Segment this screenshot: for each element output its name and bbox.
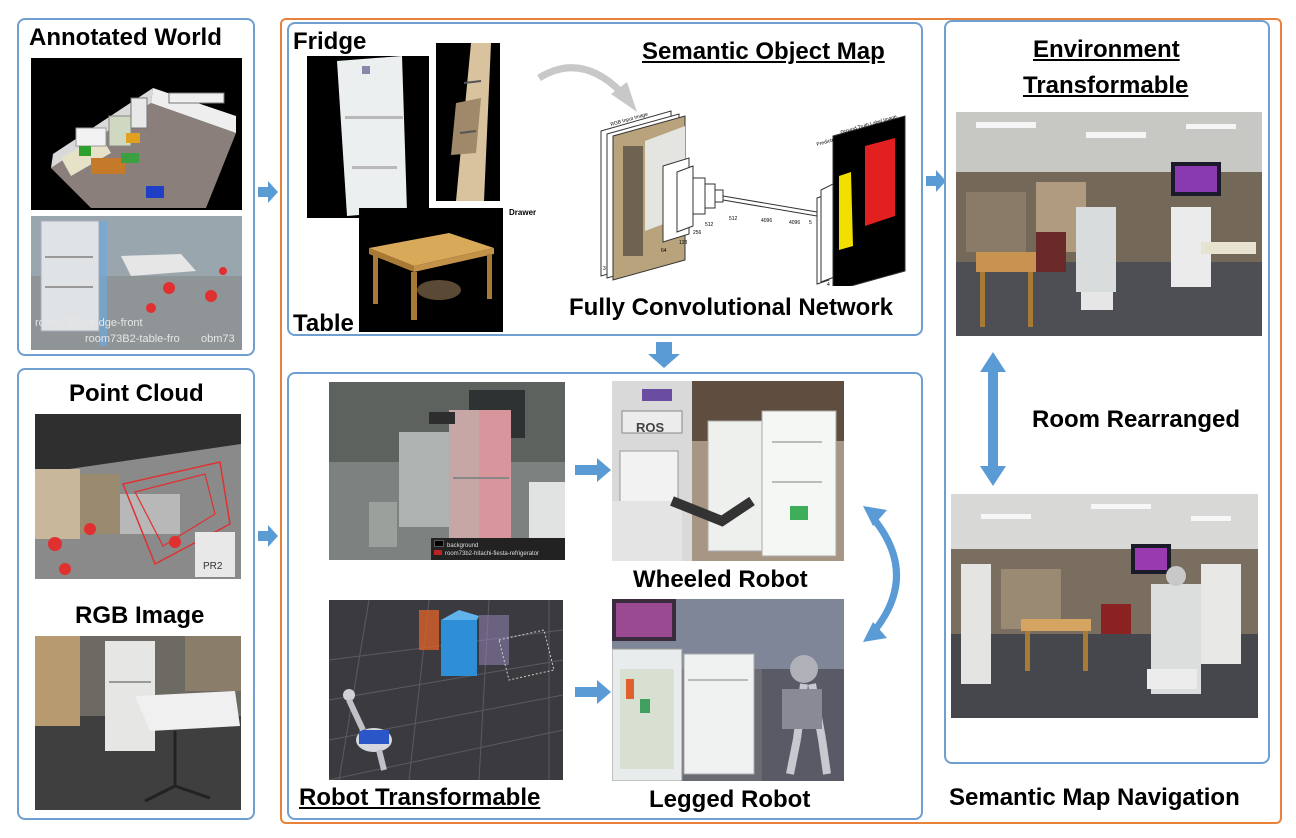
room-rearranged-label: Room Rearranged — [1032, 406, 1241, 433]
drawer-crop-image — [436, 43, 500, 201]
drawer-label: Drawer — [509, 208, 537, 217]
rgb-image — [35, 636, 241, 810]
svg-text:512: 512 — [729, 216, 738, 222]
curved-arrow-icon — [537, 64, 637, 112]
annotation-label-table: room73B2-table-fro — [85, 333, 180, 345]
fridge-segmentation-image: background room73b2-hitachi-fiesta-refri… — [329, 382, 565, 560]
svg-text:512: 512 — [705, 222, 714, 228]
point-cloud-title: Point Cloud — [69, 380, 204, 407]
legged-robot-image — [612, 599, 844, 781]
annotated-world-title: Annotated World — [29, 24, 222, 51]
svg-text:4: 4 — [827, 282, 830, 286]
annotated-world-render — [31, 58, 242, 210]
fully-convolutional-network-title: Fully Convolutional Network — [569, 294, 894, 321]
table-label: Table — [293, 310, 354, 337]
wheeled-robot-label: Wheeled Robot — [633, 566, 808, 593]
svg-text:4096: 4096 — [789, 220, 800, 226]
arrow-right-icon — [926, 170, 946, 192]
environment-title-line2: Transformable — [1023, 72, 1189, 99]
fcn-diagram: RGB Input Image Predicted Object Probabi… — [600, 110, 906, 286]
arrow-right-icon — [258, 181, 278, 203]
environment-title-line1: Environment — [1033, 36, 1180, 63]
robot-panel: background room73b2-hitachi-fiesta-refri… — [287, 372, 923, 820]
semantic-map-navigation-frame — [280, 18, 1282, 824]
svg-text:5: 5 — [809, 220, 812, 226]
legged-robot-simulation-image — [329, 600, 563, 780]
arrow-right-icon — [258, 525, 278, 547]
wheeled-robot-image: ROS — [612, 381, 844, 561]
svg-text:128: 128 — [679, 240, 688, 246]
rgb-image-title: RGB Image — [75, 602, 205, 629]
room-after-image — [951, 494, 1258, 718]
robot-transformable-title: Robot Transformable — [299, 784, 541, 811]
arrow-right-icon — [575, 680, 611, 704]
segmentation-legend: background room73b2-hitachi-fiesta-refri… — [431, 538, 565, 560]
annotated-world-photo: room73B2-fridge-front room73B2-table-fro… — [31, 216, 242, 350]
ros-logo-text: ROS — [636, 420, 665, 435]
pr2-label: PR2 — [203, 561, 223, 572]
annotated-world-panel: Annotated World — [17, 18, 255, 356]
legend-item-refrigerator: room73b2-hitachi-fiesta-refrigerator — [434, 550, 564, 558]
svg-text:64: 64 — [661, 248, 667, 254]
bidirectional-curved-arrow-icon — [863, 506, 900, 642]
annotation-label-fridge: room73B2-fridge-front — [35, 317, 143, 329]
room-before-image — [956, 112, 1262, 336]
semantic-object-map-panel: Fridge Table Semantic Object Map Fully C… — [287, 22, 923, 336]
svg-text:4096: 4096 — [761, 218, 772, 224]
arrow-down-icon — [648, 342, 680, 368]
legged-robot-label: Legged Robot — [649, 786, 811, 813]
svg-text:3: 3 — [603, 266, 606, 272]
semantic-map-navigation-title: Semantic Map Navigation — [949, 784, 1240, 811]
annotation-label-extra: obm73 — [201, 333, 235, 345]
table-crop-image — [359, 208, 503, 332]
fridge-label: Fridge — [293, 28, 367, 55]
arrow-right-icon — [575, 458, 611, 482]
point-cloud-image: PR2 — [35, 414, 241, 579]
double-arrow-vertical-icon — [980, 352, 1006, 486]
svg-text:256: 256 — [693, 230, 702, 236]
fridge-crop-image — [307, 56, 429, 218]
sensor-input-panel: Point Cloud PR2 RGB Image — [17, 368, 255, 820]
environment-panel: Environment Transformable Room Rear — [944, 20, 1270, 764]
legend-item-background: background — [434, 540, 564, 550]
semantic-object-map-title: Semantic Object Map — [642, 38, 885, 65]
